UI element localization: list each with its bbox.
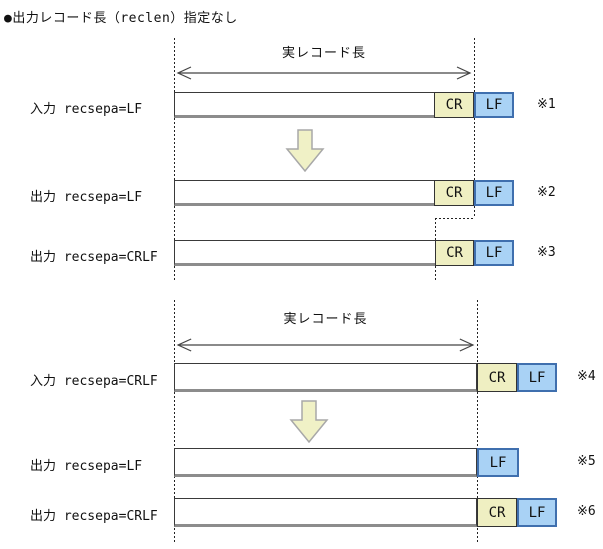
lf-box: LF	[474, 240, 514, 266]
row-label: 出力 recsepa=LF	[30, 190, 143, 205]
row-label: 入力 recsepa=CRLF	[30, 374, 158, 389]
down-arrow-icon	[285, 129, 325, 172]
record-length-label: 実レコード長	[281, 46, 366, 61]
row-label: 入力 recsepa=LF	[30, 102, 143, 117]
record-end-dotted-jog	[435, 218, 475, 219]
record-bar	[174, 498, 477, 527]
row-label: 出力 recsepa=CRLF	[30, 509, 158, 524]
note-ref: ※3	[537, 245, 556, 260]
record-length-label: 実レコード長	[283, 312, 368, 327]
lf-box: LF	[474, 180, 514, 206]
page-title: ●出力レコード長（reclen）指定なし	[4, 11, 238, 26]
record-end-dotted-line	[477, 300, 478, 542]
record-bar	[174, 448, 477, 477]
note-ref: ※4	[577, 369, 596, 384]
record-length-extent-arrow-icon	[176, 66, 472, 80]
record-start-dotted-line	[174, 38, 175, 281]
cr-box: CR	[434, 180, 474, 206]
lf-box: LF	[517, 498, 557, 527]
note-ref: ※2	[537, 185, 556, 200]
note-ref: ※1	[537, 97, 556, 112]
cr-box: CR	[477, 363, 517, 392]
cr-box: CR	[435, 240, 474, 266]
cr-box: CR	[477, 498, 517, 527]
record-start-dotted-line	[174, 300, 175, 542]
record-bar	[174, 240, 474, 266]
lf-box: LF	[517, 363, 557, 392]
record-bar	[174, 363, 477, 392]
note-ref: ※6	[577, 504, 596, 519]
record-length-extent-arrow-icon	[176, 338, 475, 352]
note-ref: ※5	[577, 454, 596, 469]
record-bar	[174, 180, 474, 206]
lf-box: LF	[477, 448, 519, 477]
row-label: 出力 recsepa=CRLF	[30, 250, 158, 265]
down-arrow-icon	[289, 400, 329, 443]
record-bar	[174, 92, 474, 118]
record-end-dotted-line-upper	[474, 38, 475, 218]
cr-box: CR	[434, 92, 474, 118]
row-label: 出力 recsepa=LF	[30, 459, 143, 474]
lf-box: LF	[474, 92, 514, 118]
